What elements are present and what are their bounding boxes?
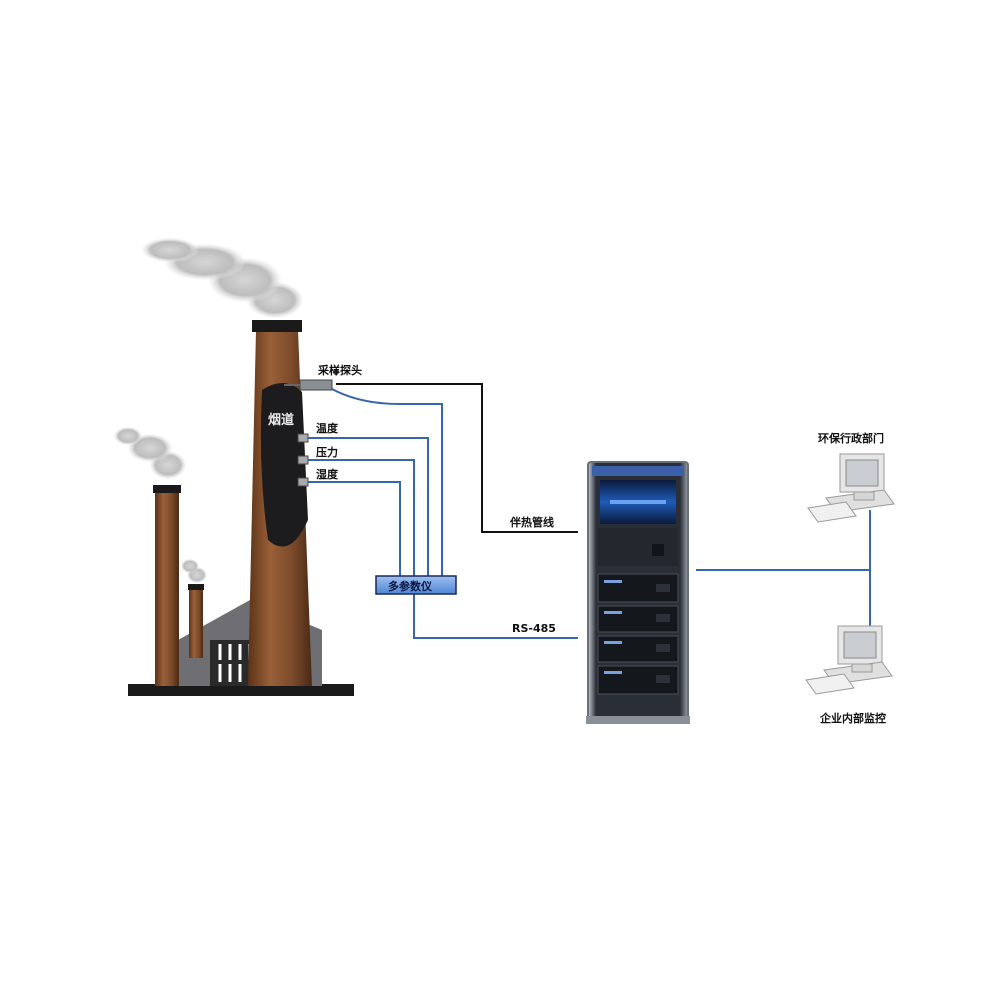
sampling-probe-label: 采样探头 [317,363,362,377]
pressure-sensor [297,455,309,465]
temperature-wire [308,437,429,576]
humidity-wire [308,481,401,576]
factory: 烟道 [128,320,354,696]
computer-internal [805,625,893,695]
env-dept-label: 环保行政部门 [818,431,884,445]
internal-monitor-label: 企业内部监控 [819,711,886,725]
computer-env-dept [807,453,895,523]
temperature-label: 温度 [316,421,339,435]
small-chimney-1 [155,490,179,686]
sampling-probe [299,379,333,391]
analyzer-cabinet [586,461,690,724]
rs485-label: RS-485 [512,622,556,635]
small-chimney-2 [189,588,203,658]
cabinet-modules [597,573,679,695]
pressure-label: 压力 [316,445,338,459]
flue-panel [260,382,308,547]
chimney-text: 烟道 [268,412,294,428]
heated-line-label: 伴热管线 [509,515,554,529]
humidity-label: 湿度 [316,467,339,481]
humidity-sensor [297,477,309,487]
multi-param-label: 多参数仪 [388,579,433,593]
smoke [114,238,303,583]
temperature-sensor [297,433,309,443]
multi-param-box [375,575,457,595]
ground-bar [128,684,354,696]
rs485-wire [413,594,578,639]
heated-line-wire [336,383,578,533]
pressure-wire [308,459,415,576]
probe-signal-wire [331,388,443,576]
